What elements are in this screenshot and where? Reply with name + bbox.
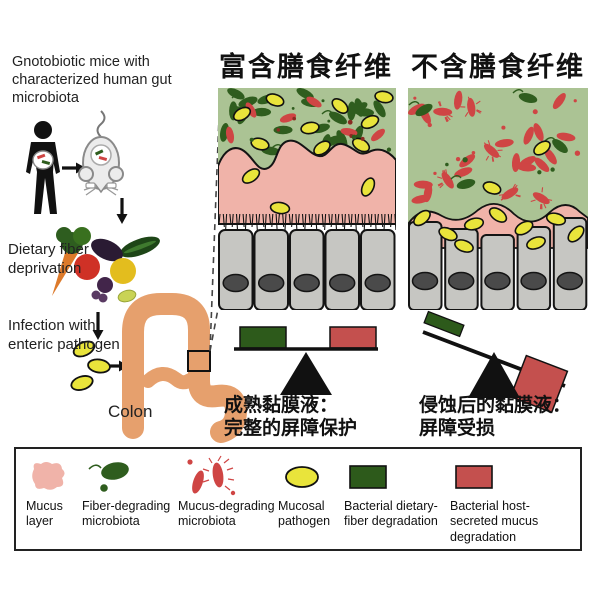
legend-item-mucus-degradation: Bacterial host-secreted mucus degradatio… (450, 455, 576, 545)
balanced-scale-icon (234, 326, 378, 395)
colon-label: Colon (108, 402, 153, 421)
vegetables-icon (52, 227, 160, 303)
arrow-down-icon (92, 312, 104, 340)
legend-item-mucus-degrading: Mucus-degrading microbiota (178, 455, 278, 545)
dietary-fiber-deprivation-label: Dietary fiber deprivation (8, 241, 89, 277)
arrow-down-icon (116, 198, 128, 224)
fiber-free-panel-title: 不含膳食纤维 (411, 52, 585, 82)
fiber-free-caption-line2: 屏障受损 (419, 418, 496, 439)
fiber-rich-panel-art (218, 88, 396, 310)
pathogen-in-mucus-icon (241, 168, 376, 215)
fiber-rich-caption-line1: 成熟黏膜液： (224, 395, 339, 416)
fiber-rich-caption: 成熟黏膜液： 完整的屏障保护 (224, 394, 357, 440)
fiber-free-caption-line1: 侵蚀后的黏膜液： (419, 395, 572, 416)
infection-enteric-pathogen-label: Infection with enteric pathogen (8, 317, 120, 353)
fiber-free-caption: 侵蚀后的黏膜液： 屏障受损 (419, 394, 571, 440)
legend-box: Mucus layer Fiber-degrading microbiota (14, 447, 582, 551)
fiber-rich-panel-title: 富含膳食纤维 (219, 52, 393, 82)
legend-item-mucosal-pathogen: Mucosal pathogen (278, 455, 344, 545)
legend-item-fiber-degradation: Bacterial dietary-fiber degradation (344, 455, 450, 545)
human-silhouette-icon (26, 121, 60, 214)
legend-item-fiber-degrading: Fiber-degrading microbiota (82, 455, 178, 545)
callout-dashed-lines (209, 90, 221, 352)
fiber-rich-caption-line2: 完整的屏障保护 (224, 418, 358, 439)
bacterial-dietary-fiber-degradation-icon (349, 465, 387, 489)
tilted-scale-icon (422, 310, 569, 414)
colon-icon (122, 293, 247, 443)
gnotobiotic-mice-label: Gnotobiotic mice with characterized huma… (12, 54, 172, 106)
fiber-degrading-microbiota-icon (88, 462, 129, 492)
mouse-icon (78, 110, 124, 196)
colon-zoom-marker (187, 350, 211, 372)
mucus-layer-icon (32, 462, 65, 490)
fiber-free-panel-art (408, 88, 588, 310)
bacterial-host-secreted-mucus-degradation-icon (455, 465, 493, 489)
mucosal-pathogen-icon (285, 466, 319, 488)
enteric-pathogen-icon (70, 340, 111, 391)
mucus-degrading-microbiota-icon (187, 455, 236, 496)
legend-item-mucus-layer: Mucus layer (26, 455, 82, 545)
